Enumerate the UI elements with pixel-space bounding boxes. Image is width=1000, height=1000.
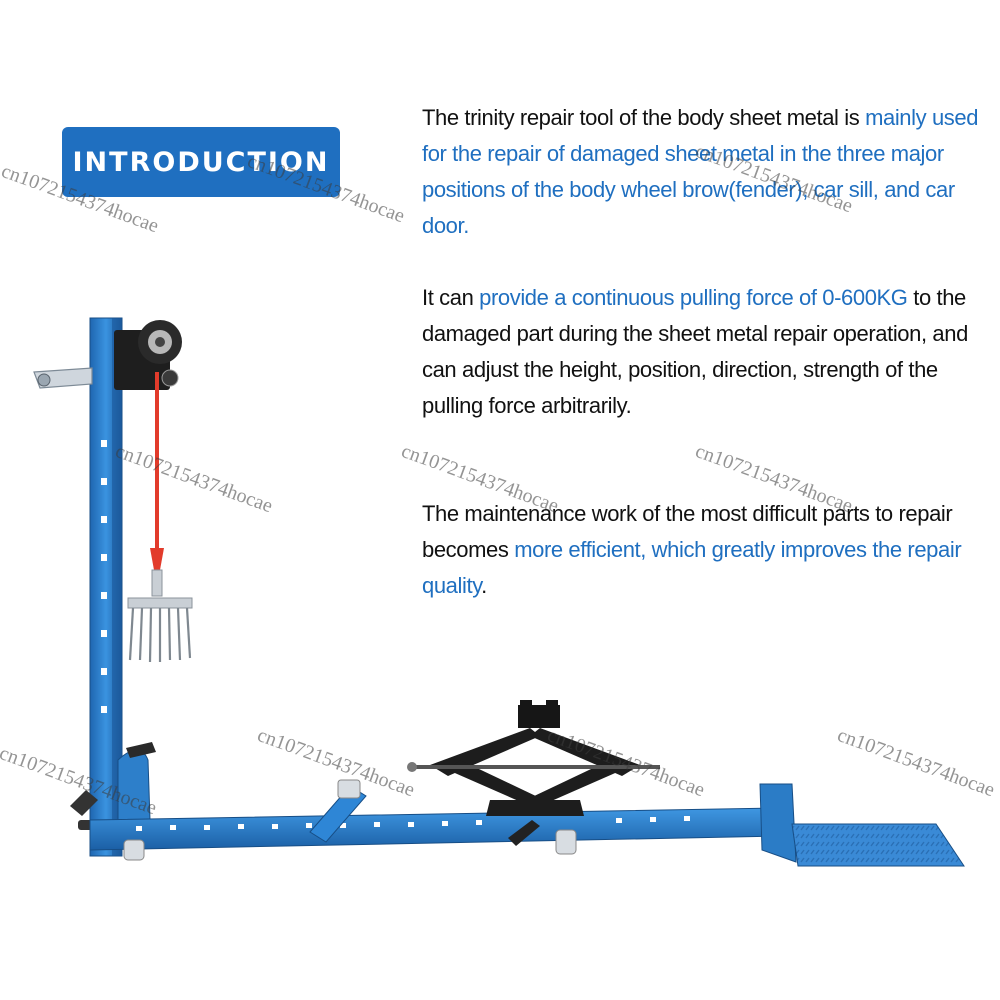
- comb-hook: [127, 569, 193, 663]
- intro-paragraph-1: The trinity repair tool of the body shee…: [422, 100, 982, 244]
- vertical-post: [89, 317, 123, 857]
- paragraph-2-text-start: It can: [422, 285, 480, 310]
- paragraph-3-text-end: .: [481, 573, 487, 598]
- scissor-jack: [407, 700, 660, 846]
- intro-paragraph-2: It can provide a continuous pulling forc…: [422, 280, 982, 424]
- post-clamp: [117, 742, 156, 821]
- paragraph-3-text-start: The maintenance work of the most difficu…: [422, 501, 953, 562]
- paragraph-1-highlight: mainly used for the repair of damaged sh…: [422, 105, 979, 238]
- paragraph-3-highlight: more efficient, which greatly improves t…: [422, 537, 962, 598]
- intro-paragraph-3: The maintenance work of the most difficu…: [422, 496, 982, 604]
- paragraph-1-text: The trinity repair tool of the body shee…: [422, 105, 866, 130]
- paragraph-2-text-end: to the damaged part during the sheet met…: [422, 285, 968, 418]
- introduction-badge-label: INTRODUCTION: [72, 146, 330, 178]
- winch: [114, 320, 182, 390]
- paragraph-2-highlight: provide a continuous pulling force of 0-…: [479, 285, 908, 310]
- angled-support-arm: [309, 779, 367, 843]
- introduction-badge: INTRODUCTION: [62, 127, 340, 197]
- foot-plate: [759, 783, 965, 867]
- side-bracket: [33, 367, 93, 389]
- base-beam: [89, 807, 781, 861]
- pull-strap: [150, 372, 164, 570]
